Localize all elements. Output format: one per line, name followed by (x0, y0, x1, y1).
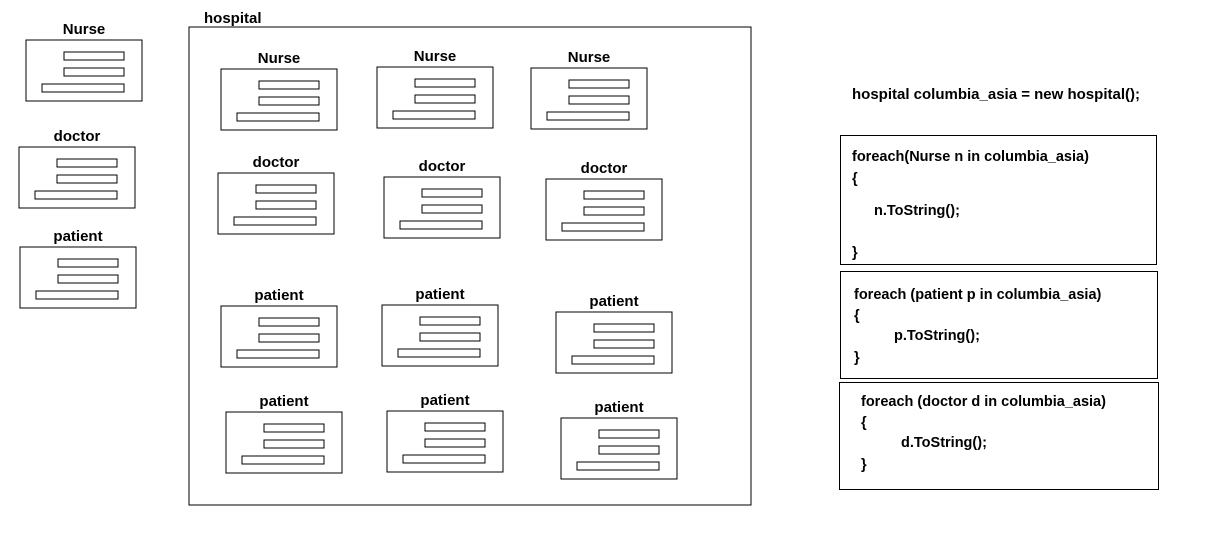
object-label: patient (415, 286, 464, 303)
object-label: Nurse (568, 49, 611, 66)
code-line: foreach (doctor d in columbia_asia) (861, 394, 1106, 410)
object-label: patient (53, 228, 102, 245)
hospital-object-doctor: doctor (217, 154, 335, 235)
code-line: n.ToString(); (874, 203, 960, 219)
field-bar (402, 454, 486, 464)
field-bar (583, 190, 645, 200)
field-bar (568, 95, 630, 105)
field-bar (258, 96, 320, 106)
field-bar (424, 422, 486, 432)
field-bar (258, 333, 320, 343)
hospital-object-patient: patient (220, 287, 338, 368)
object-label: Nurse (258, 50, 301, 67)
field-bar (419, 316, 481, 326)
field-bar (421, 204, 483, 214)
field-bar (546, 111, 630, 121)
hospital-object-patient: patient (560, 399, 678, 480)
foreach-nurse-block: foreach(Nurse n in columbia_asia) { n.To… (840, 135, 1157, 265)
field-bar (561, 222, 645, 232)
hospital-object-patient: patient (555, 293, 673, 374)
field-bar (255, 184, 317, 194)
object-label: patient (589, 293, 638, 310)
object-label: patient (594, 399, 643, 416)
field-bar (57, 258, 119, 268)
hospital-object-patient: patient (386, 392, 504, 473)
field-bar (571, 355, 655, 365)
hospital-object-nurse: Nurse (376, 48, 494, 129)
hospital-object-doctor: doctor (383, 158, 501, 239)
field-bar (241, 455, 325, 465)
legend-class-nurse: Nurse (25, 21, 143, 102)
hospital-object-nurse: Nurse (220, 50, 338, 131)
hospital-object-nurse: Nurse (530, 49, 648, 130)
field-bar (57, 274, 119, 284)
legend-class-patient: patient (19, 228, 137, 309)
field-bar (397, 348, 481, 358)
foreach-doctor-block: foreach (doctor d in columbia_asia) { d.… (839, 382, 1159, 490)
code-line: } (861, 457, 867, 473)
code-line: } (852, 245, 858, 261)
field-bar (35, 290, 119, 300)
field-bar (233, 216, 317, 226)
hospital-object-patient: patient (381, 286, 499, 367)
object-label: Nurse (63, 21, 106, 38)
field-bar (236, 112, 320, 122)
field-bar (598, 429, 660, 439)
field-bar (258, 80, 320, 90)
field-bar (593, 323, 655, 333)
legend-class-doctor: doctor (18, 128, 136, 209)
field-bar (255, 200, 317, 210)
field-bar (258, 317, 320, 327)
code-line: foreach (patient p in columbia_asia) (854, 287, 1102, 303)
code-line: d.ToString(); (901, 435, 987, 451)
field-bar (63, 67, 125, 77)
object-label: doctor (581, 160, 628, 177)
object-label: patient (254, 287, 303, 304)
field-bar (34, 190, 118, 200)
field-bar (568, 79, 630, 89)
field-bar (583, 206, 645, 216)
field-bar (56, 158, 118, 168)
field-bar (392, 110, 476, 120)
code-line: { (852, 171, 858, 187)
field-bar (399, 220, 483, 230)
code-line: { (854, 308, 860, 324)
field-bar (414, 78, 476, 88)
field-bar (63, 51, 125, 61)
field-bar (598, 445, 660, 455)
object-label: Nurse (414, 48, 457, 65)
field-bar (414, 94, 476, 104)
hospital-label: hospital (204, 10, 262, 27)
field-bar (236, 349, 320, 359)
field-bar (421, 188, 483, 198)
object-label: doctor (419, 158, 466, 175)
field-bar (263, 439, 325, 449)
field-bar (424, 438, 486, 448)
field-bar (41, 83, 125, 93)
foreach-patient-block: foreach (patient p in columbia_asia) { p… (840, 271, 1158, 379)
code-line: } (854, 350, 860, 366)
code-line: foreach(Nurse n in columbia_asia) (852, 149, 1089, 165)
field-bar (593, 339, 655, 349)
object-label: doctor (253, 154, 300, 171)
field-bar (56, 174, 118, 184)
hospital-object-doctor: doctor (545, 160, 663, 241)
field-bar (263, 423, 325, 433)
code-line: p.ToString(); (894, 328, 980, 344)
object-label: patient (420, 392, 469, 409)
object-label: patient (259, 393, 308, 410)
object-label: doctor (54, 128, 101, 145)
field-bar (576, 461, 660, 471)
declaration-statement: hospital columbia_asia = new hospital(); (852, 86, 1140, 103)
hospital-object-patient: patient (225, 393, 343, 474)
code-line: { (861, 415, 867, 431)
field-bar (419, 332, 481, 342)
